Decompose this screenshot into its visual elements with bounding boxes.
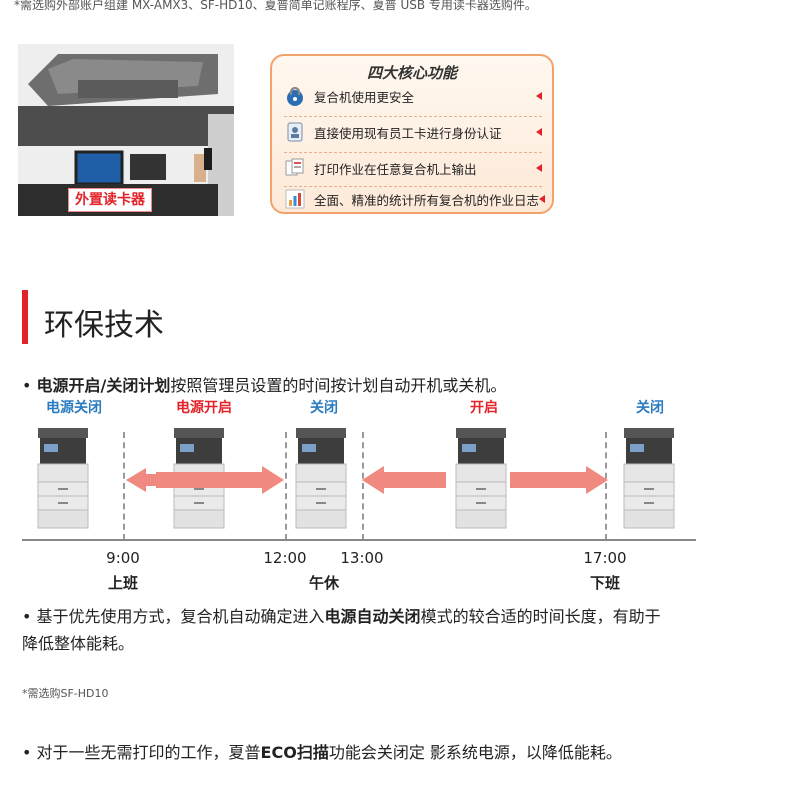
arrow-left-icon [539, 195, 546, 203]
copier-photo: 外置读卡器 [18, 44, 234, 216]
feature-item: 全面、精准的统计所有复合机的作业日志 [284, 185, 546, 213]
time-label: 13:00 [340, 549, 384, 567]
auto-off-paragraph-line2: 降低整体能耗。 [22, 634, 135, 653]
time-marker-line [285, 432, 287, 540]
features-title: 四大核心功能 [366, 64, 457, 82]
state-label-off: 关闭 [310, 400, 338, 416]
arrow-left-icon [536, 164, 542, 172]
chart-icon [285, 189, 305, 209]
time-marker-line [362, 432, 364, 540]
arrow-left-icon [536, 92, 542, 100]
section-title: 环保技术 [44, 308, 164, 343]
eco-scan-paragraph: • 对于一些无需打印的工作，夏普ECO扫描功能会关闭定 影系统电源，以降低能耗。 [22, 743, 622, 762]
section-accent-bar [22, 290, 28, 344]
double-arrow-icon [362, 466, 384, 494]
time-marker-line [605, 432, 607, 540]
time-marker-line [123, 432, 125, 540]
documents-icon [285, 158, 304, 176]
feature-item: 直接使用现有员工卡进行身份认证 [284, 118, 542, 146]
state-label-power-off: 电源关闭 [46, 400, 102, 416]
time-label: 17:00 [583, 549, 627, 567]
state-label-power-on: 电源开启 [176, 400, 232, 416]
state-label-off-2: 关闭 [636, 400, 664, 416]
id-card-icon [287, 122, 303, 142]
copier-icon [623, 427, 675, 529]
card-reader-caption: 外置读卡器 [68, 188, 152, 212]
copier-icon [295, 427, 347, 529]
feature-item: 复合机使用更安全 [284, 82, 542, 110]
power-schedule-diagram [37, 427, 675, 529]
feature-item: 打印作业在任意复合机上输出 [284, 154, 542, 182]
arrow-left-icon [536, 128, 542, 136]
time-label: 12:00 [263, 549, 307, 567]
lock-icon [287, 86, 303, 106]
divider [284, 152, 542, 153]
state-label-on: 开启 [470, 400, 498, 416]
copier-icon [455, 427, 507, 529]
time-label: 9:00 [106, 549, 140, 567]
auto-off-paragraph: • 基于优先使用方式，复合机自动确定进入电源自动关闭模式的较合适的时间长度，有助… [22, 607, 661, 626]
core-features-box: 四大核心功能 复合机使用更安全 直接使用现有员工卡进行身份认证 打印作业在任意复… [270, 54, 554, 214]
option-note: *需选购SF-HD10 [22, 687, 109, 700]
copier-icon [37, 427, 89, 529]
period-label: 下班 [589, 574, 620, 592]
divider [284, 186, 542, 187]
timeline-axis [22, 539, 696, 541]
divider [284, 116, 542, 117]
power-schedule-paragraph: • 电源开启/关闭计划按照管理员设置的时间按计划自动开机或关机。 [22, 376, 507, 395]
period-label: 上班 [107, 574, 138, 592]
top-note: *需选购外部账户组建 MX-AMX3、SF-HD10、夏普简单记账程序、夏普 U… [14, 0, 537, 12]
period-label: 午休 [308, 574, 339, 592]
